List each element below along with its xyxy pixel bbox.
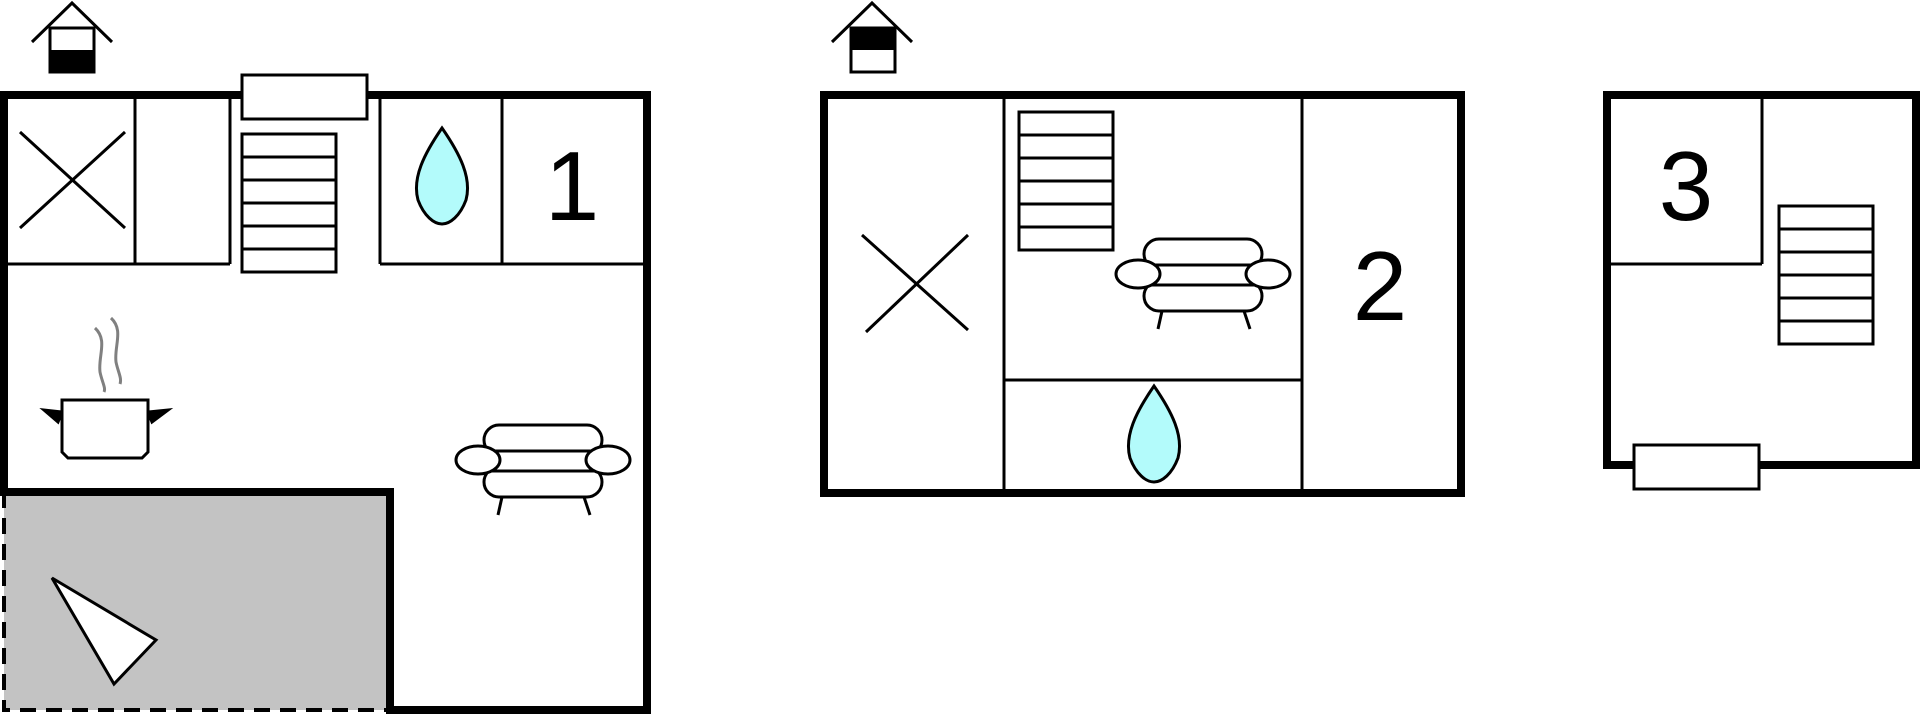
terrace-area <box>2 492 390 712</box>
bed-icon <box>860 233 970 334</box>
window-icon <box>240 73 369 121</box>
stairs-icon <box>1017 110 1115 252</box>
sofa-icon <box>1114 237 1292 331</box>
floor-number-label: 1 <box>545 131 600 241</box>
bathroom-water-drop-icon <box>414 126 470 226</box>
stairs-icon <box>240 132 338 274</box>
house-floor-indicator-icon <box>830 0 914 74</box>
floor-3: 3 <box>1603 91 1920 491</box>
floor-2: 2 <box>820 0 1465 497</box>
bathroom-water-drop-icon <box>1126 384 1182 484</box>
compass-icon <box>50 576 159 687</box>
window-icon <box>1632 443 1761 491</box>
house-floor-indicator-icon <box>30 0 114 74</box>
kitchen-pot-icon <box>39 316 174 460</box>
sofa-icon <box>454 423 632 517</box>
floor-number-label: 3 <box>1659 131 1714 241</box>
stairs-icon <box>1777 204 1875 346</box>
floor-number-label: 2 <box>1353 231 1408 341</box>
floor-1: 1 <box>0 0 651 714</box>
bed-icon <box>18 130 127 230</box>
